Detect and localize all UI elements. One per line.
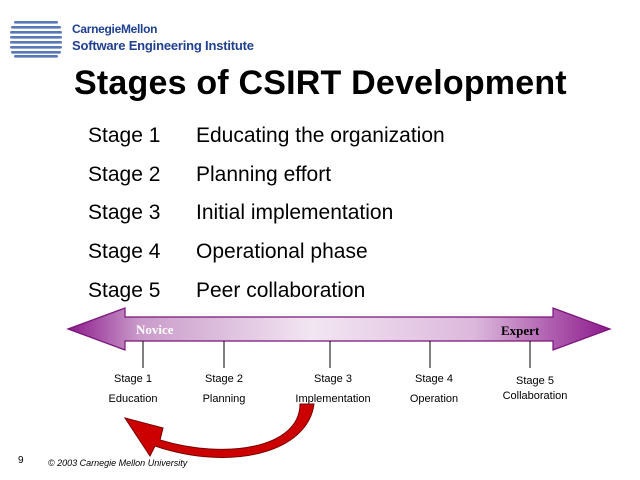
page-number: 9 <box>18 455 24 466</box>
copyright-notice: © 2003 Carnegie Mellon University <box>48 458 188 468</box>
novice-label: Novice <box>136 322 174 337</box>
tick-stage-label: Stage 1 <box>114 373 152 385</box>
stage-row-2: Stage 2 Planning effort <box>88 163 331 187</box>
stage-row-3: Stage 3 Initial implementation <box>88 201 393 225</box>
cycle-back-arrow <box>123 403 315 458</box>
stage-number: Stage 3 <box>88 201 161 224</box>
tick-stage-label: Stage 4 <box>415 373 453 385</box>
stage-description: Peer collaboration <box>196 279 366 302</box>
stage-description: Planning effort <box>196 163 332 186</box>
slide-title: Stages of CSIRT Development <box>74 64 567 102</box>
tick-stage-label: Stage 2 <box>205 373 243 385</box>
expert-label: Expert <box>501 323 540 338</box>
stage-row-5: Stage 5 Peer collaboration <box>88 279 365 303</box>
logo-university-name: CarnegieMellon <box>72 22 158 36</box>
stage-number: Stage 1 <box>88 124 161 147</box>
tick-stage-label: Stage 5 <box>516 375 554 387</box>
tick-phase-label: Implementation <box>295 393 371 405</box>
tick-phase-label: Education <box>108 393 158 405</box>
stage-row-1: Stage 1 Educating the organization <box>88 124 445 148</box>
logo-institute-name: Software Engineering Institute <box>72 38 254 53</box>
stage-description: Initial implementation <box>196 201 394 224</box>
cmu-sei-logo-icon <box>10 21 62 58</box>
stage-description: Educating the organization <box>196 124 445 147</box>
tick-phase-label: Collaboration <box>502 390 568 402</box>
stage-number: Stage 4 <box>88 240 161 263</box>
novice-expert-double-arrow <box>66 307 612 351</box>
tick-stage-label: Stage 3 <box>314 373 352 385</box>
progression-diagram <box>66 307 612 458</box>
stage-number: Stage 5 <box>88 279 161 302</box>
stage-description: Operational phase <box>196 240 368 263</box>
tick-phase-label: Planning <box>202 393 246 405</box>
tick-phase-label: Operation <box>409 393 459 405</box>
stage-number: Stage 2 <box>88 163 161 186</box>
stage-row-4: Stage 4 Operational phase <box>88 240 368 264</box>
